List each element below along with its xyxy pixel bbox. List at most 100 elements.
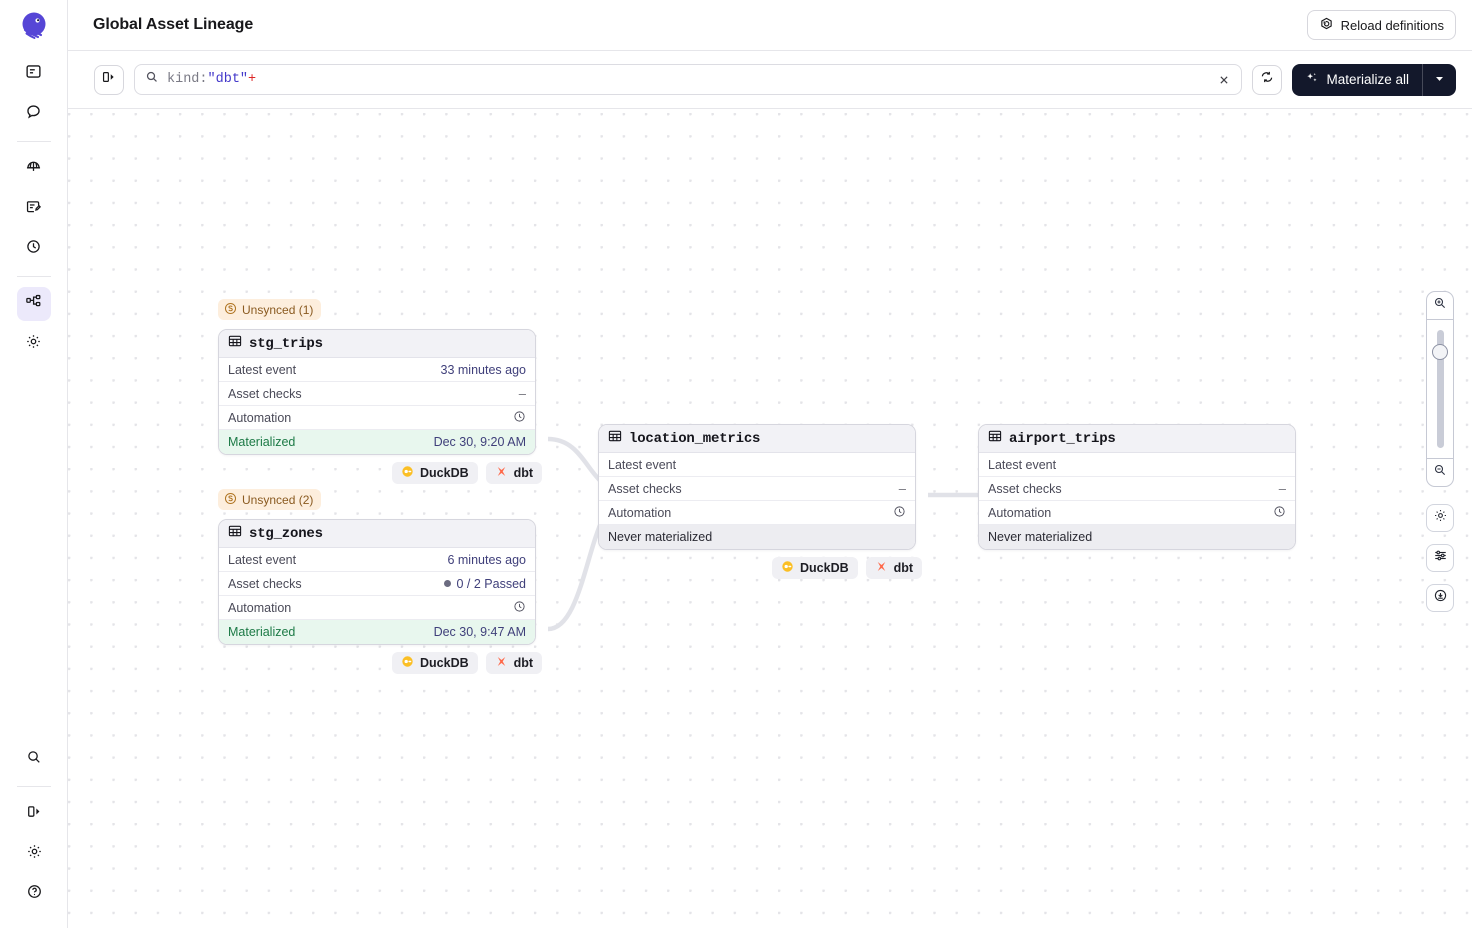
clock-icon [25,238,42,260]
node-row-asset-checks: Asset checks 0 / 2 Passed [219,572,535,596]
sidebar-item-chat[interactable] [17,97,51,131]
sidebar-search[interactable] [17,742,51,776]
node-row-never-materialized: Never materialized [979,525,1295,549]
kind-tag-duckdb[interactable]: DuckDB [392,462,478,484]
row-value: – [898,481,906,496]
kind-tag-label: dbt [513,466,534,480]
asset-node-airport-trips[interactable]: airport_trips Latest event Asset checks … [978,424,1296,550]
asset-node-stg-trips[interactable]: stg_trips Latest event 33 minutes ago As… [218,329,536,455]
materialize-all-label: Materialize all [1326,72,1409,87]
fit-to-screen-button[interactable] [1426,584,1454,612]
reload-definitions-label: Reload definitions [1340,17,1444,33]
graph-filters-button[interactable] [1426,544,1454,572]
kind-tag-dbt[interactable]: dbt [485,462,543,484]
clear-search-button[interactable] [1217,73,1231,87]
asset-node-header: location_metrics [599,425,915,453]
row-label: Asset checks [608,481,682,496]
row-label: Asset checks [228,386,302,401]
unsynced-badge-label: Unsynced (2) [242,492,314,507]
page-title: Global Asset Lineage [93,16,254,33]
lineage-canvas[interactable]: Unsynced (1) stg_trips [68,109,1472,928]
kind-tag-dbt[interactable]: dbt [865,557,923,579]
runs-list-icon [25,198,42,220]
page-header: Global Asset Lineage Reload definitions [68,0,1472,51]
sidebar-collapse[interactable] [17,797,51,831]
asset-node-tags: DuckDB dbt [392,652,543,674]
reload-definitions-button[interactable]: Reload definitions [1306,10,1456,40]
duckdb-icon [781,560,794,576]
asset-search-box[interactable]: kind:"dbt"+ [134,64,1243,95]
clock-icon[interactable] [1273,505,1286,521]
materialize-all-button[interactable]: Materialize all [1292,63,1456,96]
sidebar-help[interactable] [17,877,51,911]
node-row-automation: Automation [219,406,535,430]
sidebar-item-runs[interactable] [17,192,51,226]
asset-node-title: location_metrics [629,430,761,447]
unsynced-badge[interactable]: Unsynced (1) [218,299,322,320]
sidebar-preferences[interactable] [17,837,51,871]
sliders-icon [1433,548,1448,568]
unsynced-badge[interactable]: Unsynced (2) [218,489,322,510]
row-label: Never materialized [608,530,713,544]
row-label: Latest event [608,457,677,472]
row-label: Automation [608,505,672,520]
row-value-checks[interactable]: 0 / 2 Passed [443,577,526,591]
refresh-icon [1259,69,1275,90]
row-value[interactable]: 33 minutes ago [440,362,526,377]
kind-tag-label: dbt [893,561,914,575]
row-value[interactable]: 6 minutes ago [447,552,526,567]
zoom-out-button[interactable] [1427,459,1453,486]
sparkle-icon [1305,71,1319,88]
graph-settings-button[interactable] [1426,504,1454,532]
zoom-slider[interactable] [1427,319,1453,459]
refresh-button[interactable] [1252,64,1283,95]
clock-icon[interactable] [893,505,906,521]
sidebar-item-schedules[interactable] [17,232,51,266]
overview-panel-icon [25,63,42,85]
reload-definitions-icon [1319,16,1334,34]
duckdb-icon [401,465,414,481]
gear-icon [1433,508,1448,528]
kind-tag-label: DuckDB [800,561,849,575]
fit-to-screen-icon [1433,588,1448,608]
gear-icon [25,333,42,355]
kind-tag-duckdb[interactable]: DuckDB [392,652,478,674]
help-circle-icon [26,883,43,905]
zoom-slider-knob[interactable] [1432,344,1448,360]
kind-tag-duckdb[interactable]: DuckDB [772,557,858,579]
duckdb-icon [401,655,414,671]
sidebar-item-overview[interactable] [17,57,51,91]
left-sidebar [0,0,68,928]
deployment-globe-icon [25,158,42,180]
asset-node-title: stg_trips [249,335,323,352]
node-row-asset-checks: Asset checks – [979,477,1295,501]
zoom-in-button[interactable] [1427,292,1453,319]
chevron-down-icon [1434,72,1445,87]
kind-tag-label: DuckDB [420,656,469,670]
graph-toolbar: kind:"dbt"+ [68,51,1472,109]
clock-icon[interactable] [513,410,526,426]
table-icon [988,429,1002,448]
dbt-icon [495,465,508,481]
clock-icon[interactable] [513,600,526,616]
row-label: Latest event [228,362,297,377]
row-value[interactable]: Dec 30, 9:47 AM [433,625,526,639]
asset-node-title: stg_zones [249,525,323,542]
materialize-dropdown-button[interactable] [1423,64,1456,96]
kind-tag-dbt[interactable]: dbt [485,652,543,674]
row-value[interactable]: Dec 30, 9:20 AM [433,435,526,449]
sidebar-item-settings[interactable] [17,327,51,361]
unsynced-icon [224,302,237,318]
node-row-automation: Automation [599,501,915,525]
search-input[interactable]: kind:"dbt"+ [167,72,256,87]
dagster-whale-logo-icon[interactable] [19,10,49,40]
kind-tag-label: dbt [513,656,534,670]
sidebar-item-asset-lineage[interactable] [16,287,51,321]
toggle-sidebar-button[interactable] [94,64,124,95]
row-label: Materialized [228,435,296,449]
sidebar-item-deployment[interactable] [17,152,51,186]
sidebar-divider [17,786,51,787]
asset-node-location-metrics[interactable]: location_metrics Latest event Asset chec… [598,424,916,550]
asset-node-stg-zones[interactable]: stg_zones Latest event 6 minutes ago Ass… [218,519,536,645]
